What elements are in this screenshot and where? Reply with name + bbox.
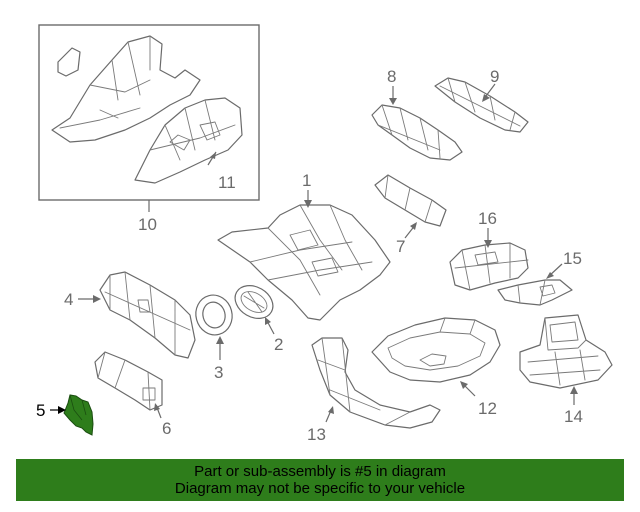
part-12-tire-well[interactable] (371, 317, 501, 383)
part-8-crossmember[interactable] (371, 104, 463, 161)
part-5-highlighted[interactable] (63, 394, 94, 436)
callout-3: 3 (214, 363, 223, 382)
part-6-bracket[interactable] (94, 351, 163, 411)
parts-diagram: 11 10 8 9 1 7 16 15 (36, 24, 613, 444)
callout-13: 13 (307, 425, 326, 444)
part-14-trunk-box[interactable] (519, 314, 613, 389)
part-3-seal-ring[interactable] (191, 291, 236, 339)
callout-9: 9 (490, 67, 499, 86)
part-4-side-member[interactable] (99, 271, 196, 359)
callout-5: 5 (36, 401, 45, 420)
banner-line-1: Part or sub-assembly is #5 in diagram (194, 463, 446, 480)
callout-10: 10 (138, 215, 157, 234)
callout-6: 6 (162, 419, 171, 438)
part-1-floor-pan[interactable] (217, 204, 391, 321)
callout-14: 14 (564, 407, 583, 426)
part-11-wheelhouse-inner[interactable] (134, 97, 243, 184)
callout-16: 16 (478, 209, 497, 228)
banner-line-2: Diagram may not be specific to your vehi… (174, 480, 466, 497)
callout-15: 15 (563, 249, 582, 268)
part-2-cover[interactable] (229, 279, 279, 325)
callout-4: 4 (64, 290, 73, 309)
part-10-wheelhouse[interactable] (51, 35, 201, 143)
info-banner: Part or sub-assembly is #5 in diagram Di… (16, 459, 624, 501)
callout-1: 1 (302, 171, 311, 190)
callout-8: 8 (387, 67, 396, 86)
part-9-crossmember[interactable] (434, 77, 529, 133)
callout-7: 7 (396, 237, 405, 256)
callout-12: 12 (478, 399, 497, 418)
callout-11: 11 (218, 173, 236, 192)
part-7-bracket[interactable] (374, 174, 447, 227)
part-13-member[interactable] (311, 337, 441, 429)
part-16-panel[interactable] (449, 242, 529, 291)
part-15-plate[interactable] (497, 279, 573, 306)
callout-2: 2 (274, 335, 283, 354)
